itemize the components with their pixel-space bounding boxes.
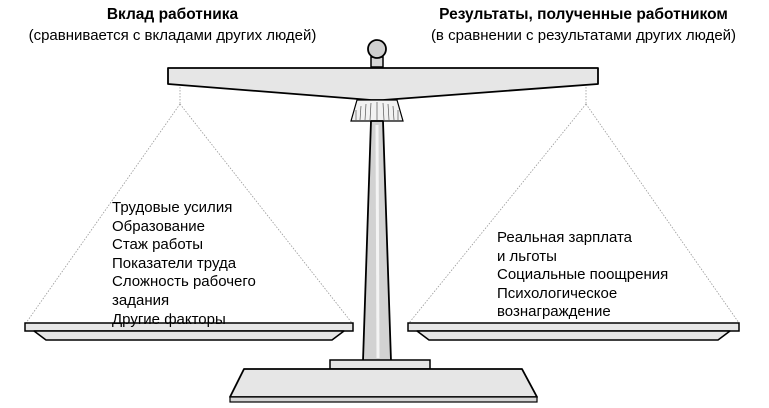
list-item: Показатели труда xyxy=(112,254,237,272)
list-item: вознаграждение xyxy=(497,303,611,321)
left-caption: Вклад работника (сравнивается с вкладами… xyxy=(0,4,345,46)
scale-column xyxy=(362,120,392,362)
list-item: Образование xyxy=(112,217,205,235)
list-item: Психологическое xyxy=(497,284,618,302)
right-pan-items: Реальная зарплата и льготы Социальные по… xyxy=(497,229,668,322)
list-item: Другие факторы xyxy=(112,310,226,328)
scale-dial xyxy=(350,99,404,122)
list-item: Трудовые усилия xyxy=(112,199,233,216)
list-item: Социальные поощрения xyxy=(497,266,669,284)
list-item: Реальная зарплата xyxy=(497,229,633,246)
scale-base xyxy=(229,359,538,403)
right-pan xyxy=(407,322,740,341)
scale-beam xyxy=(167,67,599,101)
list-item: Сложность рабочего xyxy=(112,273,256,291)
list-item: задания xyxy=(112,291,170,309)
left-pan-strings xyxy=(25,84,353,324)
list-item: Стаж работы xyxy=(112,236,204,254)
left-caption-title: Вклад работника xyxy=(106,6,239,23)
left-pan xyxy=(24,322,354,341)
list-item: и льготы xyxy=(497,247,557,265)
right-caption: Результаты, полученные работником (в сра… xyxy=(398,4,769,46)
left-caption-subtitle: (сравнивается с вкладами других людей) xyxy=(28,27,317,44)
scale-knob xyxy=(367,39,387,68)
right-caption-subtitle: (в сравнении с результатами других людей… xyxy=(430,27,737,44)
left-pan-items: Трудовые усилия Образование Стаж работы … xyxy=(112,199,256,329)
right-pan-strings xyxy=(408,84,740,324)
right-caption-title: Результаты, полученные работником xyxy=(439,6,728,23)
